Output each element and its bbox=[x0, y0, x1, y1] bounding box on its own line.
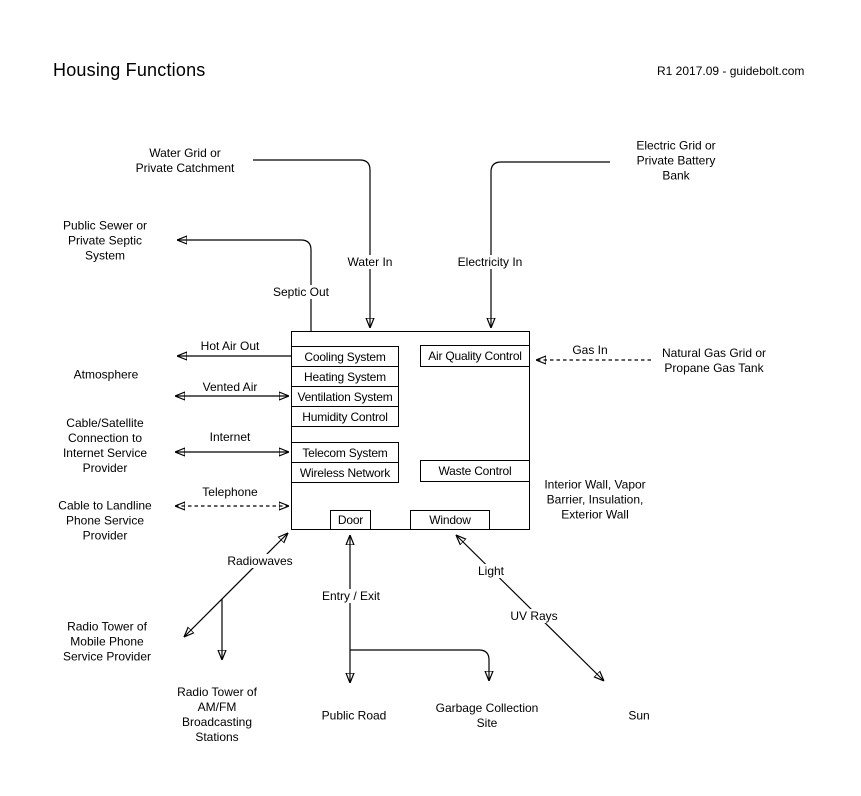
label-public-road: Public Road bbox=[321, 708, 387, 723]
arrow-water-in bbox=[253, 159, 370, 328]
box-door: Door bbox=[330, 510, 371, 530]
box-heating-system: Heating System bbox=[291, 366, 399, 387]
label-entry-exit: Entry / Exit bbox=[319, 589, 383, 603]
box-wireless-network: Wireless Network bbox=[291, 462, 399, 483]
revision-text: R1 2017.09 - guidebolt.com bbox=[657, 64, 805, 78]
box-humidity-control: Humidity Control bbox=[291, 406, 399, 427]
label-water-grid: Water Grid or Private Catchment bbox=[135, 146, 235, 175]
label-internet: Internet bbox=[207, 430, 253, 444]
arrow-garbage bbox=[350, 649, 489, 681]
box-ventilation-system: Ventilation System bbox=[291, 386, 399, 407]
label-public-sewer: Public Sewer or Private Septic System bbox=[62, 218, 148, 263]
box-air-quality-control: Air Quality Control bbox=[420, 345, 530, 367]
arrow-light-uv bbox=[456, 535, 604, 681]
label-cable-satellite: Cable/Satellite Connection to Internet S… bbox=[62, 416, 148, 475]
label-natural-gas: Natural Gas Grid or Propane Gas Tank bbox=[661, 346, 767, 375]
label-radiowaves: Radiowaves bbox=[225, 554, 295, 568]
page-title: Housing Functions bbox=[53, 60, 206, 80]
box-telecom-system: Telecom System bbox=[291, 442, 399, 463]
label-hot-air-out: Hot Air Out bbox=[198, 339, 262, 353]
label-electricity-in: Electricity In bbox=[455, 255, 525, 269]
box-cooling-system: Cooling System bbox=[291, 346, 399, 367]
label-septic-out: Septic Out bbox=[270, 285, 332, 299]
box-window: Window bbox=[410, 510, 490, 530]
label-telephone: Telephone bbox=[200, 485, 260, 499]
label-electric-grid: Electric Grid or Private Battery Bank bbox=[636, 138, 716, 183]
label-cable-landline: Cable to Landline Phone Service Provider bbox=[58, 498, 152, 543]
label-light: Light bbox=[475, 564, 507, 578]
label-water-in: Water In bbox=[345, 255, 395, 269]
label-interior-wall: Interior Wall, Vapor Barrier, Insulation… bbox=[544, 477, 646, 522]
label-atmosphere: Atmosphere bbox=[73, 367, 139, 382]
label-garbage-site: Garbage Collection Site bbox=[435, 701, 539, 730]
arrow-septic-out bbox=[177, 240, 312, 331]
label-radio-mobile: Radio Tower of Mobile Phone Service Prov… bbox=[62, 619, 152, 664]
arrow-electricity-in bbox=[491, 161, 610, 328]
box-waste-control: Waste Control bbox=[420, 460, 530, 482]
arrow-radiowaves-mobile bbox=[184, 533, 288, 637]
label-radio-amfm: Radio Tower of AM/FM Broadcasting Statio… bbox=[177, 685, 257, 744]
label-vented-air: Vented Air bbox=[200, 380, 260, 394]
label-gas-in: Gas In bbox=[570, 343, 610, 357]
label-sun: Sun bbox=[628, 708, 650, 723]
label-uv-rays: UV Rays bbox=[508, 609, 560, 623]
